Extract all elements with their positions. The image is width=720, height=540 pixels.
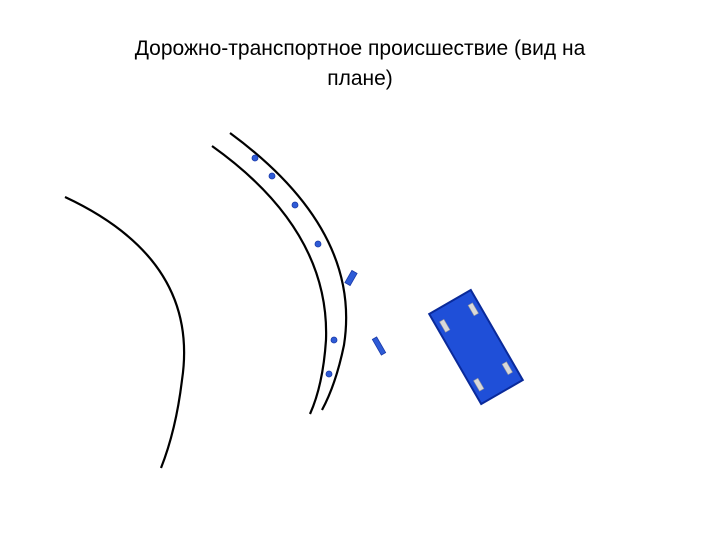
debris-fragment-1 (344, 269, 358, 287)
vehicle-window-front-left (439, 318, 451, 333)
trace-marker-4 (314, 240, 322, 248)
road-edge-left (64, 196, 186, 469)
trace-marker-2 (268, 172, 276, 180)
vehicle-window-rear-left (473, 377, 485, 392)
slide-title-line-2: плане) (327, 67, 393, 90)
road-edge-right-outer (229, 132, 348, 411)
slide-title: Дорожно-транспортное происшествие (вид н… (60, 34, 660, 94)
trace-marker-5 (330, 336, 338, 344)
trace-markers (251, 154, 338, 378)
vehicle-body (427, 288, 525, 406)
vehicle (427, 288, 525, 406)
slide-title-line-1: Дорожно-транспортное происшествие (вид н… (134, 37, 586, 60)
trace-marker-1 (251, 154, 259, 162)
debris-fragment-2 (371, 336, 387, 356)
vehicle-window-front-right (467, 302, 479, 317)
road-edge-right-inner (211, 145, 328, 415)
vehicle-window-rear-right (501, 361, 513, 376)
trace-marker-3 (291, 201, 299, 209)
trace-marker-6 (325, 370, 333, 378)
